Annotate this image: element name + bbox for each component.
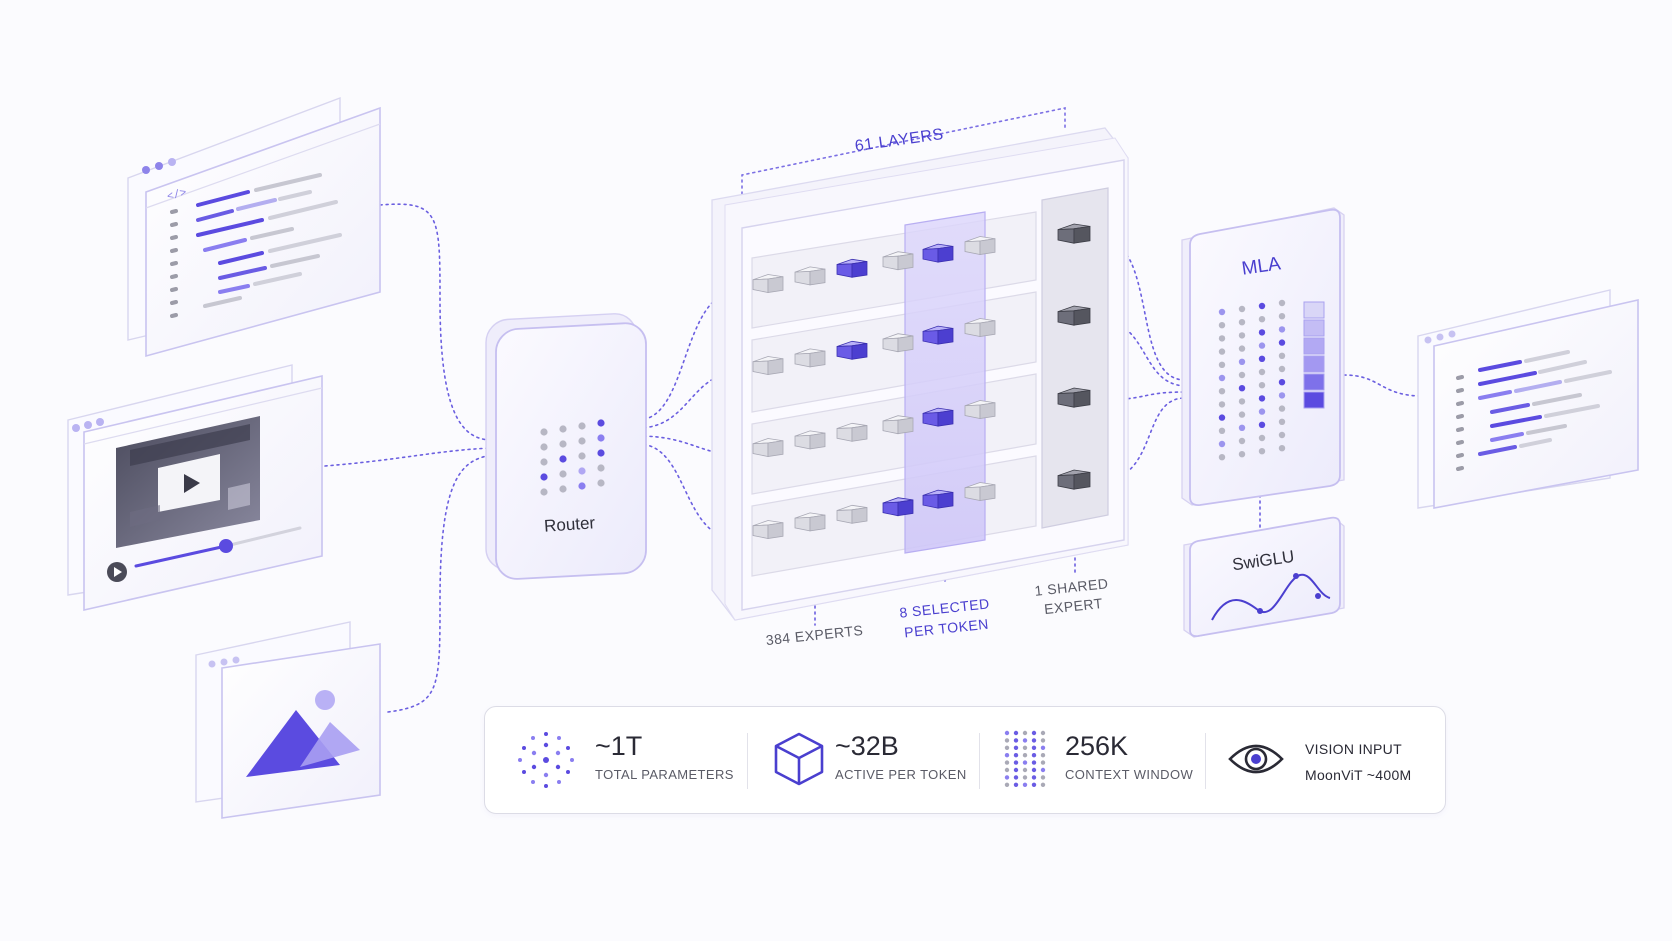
expert-cube-icon bbox=[882, 497, 914, 517]
expert-cube-icon bbox=[922, 243, 954, 263]
expert-layers-block bbox=[711, 127, 1129, 621]
total-parameters-value: ~1T bbox=[595, 731, 643, 761]
stat-vision-input: VISION INPUT MoonViT ~400M bbox=[1205, 707, 1445, 813]
expert-cube-icon bbox=[964, 400, 996, 419]
mla-block: MLA bbox=[1181, 207, 1345, 506]
vision-input-model: MoonViT ~400M bbox=[1305, 767, 1412, 783]
stat-divider bbox=[747, 733, 748, 789]
eye-icon bbox=[1228, 744, 1284, 774]
total-parameters-caption: TOTAL PARAMETERS bbox=[595, 767, 734, 782]
context-grid-icon bbox=[1004, 730, 1046, 787]
expert-cube-icon bbox=[794, 348, 826, 368]
expert-cube-icon bbox=[922, 325, 954, 345]
vision-input-label: VISION INPUT bbox=[1305, 741, 1402, 757]
expert-cube-icon bbox=[836, 422, 868, 442]
video-progress-bar bbox=[134, 544, 228, 568]
expert-cube-icon bbox=[964, 236, 996, 255]
selected-label-line2: PER TOKEN bbox=[903, 616, 989, 641]
image-input-window bbox=[195, 621, 381, 819]
context-window-value: 256K bbox=[1065, 731, 1129, 761]
expert-cube-icon bbox=[836, 504, 868, 524]
output-code-window bbox=[1417, 289, 1639, 509]
stats-panel: ~1T TOTAL PARAMETERS ~32B ACTIVE PER TOK… bbox=[484, 706, 1446, 814]
parameters-dots-icon bbox=[518, 732, 574, 788]
layers-label: 61 LAYERS bbox=[854, 126, 945, 155]
expert-cube-icon bbox=[752, 356, 784, 375]
expert-cube-icon bbox=[794, 430, 826, 450]
code-tag-icon: </> bbox=[166, 187, 188, 204]
expert-cube-icon bbox=[1057, 223, 1091, 244]
video-input-window bbox=[67, 364, 323, 612]
shared-label-line1: 1 SHARED bbox=[1034, 575, 1109, 599]
expert-cube-icon bbox=[882, 333, 914, 353]
mla-dots-icon bbox=[1218, 299, 1286, 461]
expert-cube-icon bbox=[836, 340, 868, 360]
stat-context-window: 256K CONTEXT WINDOW bbox=[979, 707, 1205, 813]
expert-cube-icon bbox=[752, 438, 784, 457]
progress-handle-icon bbox=[219, 539, 233, 553]
stat-active-per-token: ~32B ACTIVE PER TOKEN bbox=[747, 707, 979, 813]
swiglu-block: SwiGLU bbox=[1183, 516, 1345, 638]
selected-experts-column bbox=[904, 211, 986, 554]
shared-expert-column bbox=[1041, 187, 1109, 529]
active-cube-icon bbox=[774, 732, 824, 786]
play-icon bbox=[184, 474, 200, 493]
sun-icon bbox=[315, 690, 335, 710]
expert-cube-icon bbox=[922, 407, 954, 427]
stat-divider bbox=[979, 733, 980, 789]
expert-cube-icons bbox=[752, 223, 1091, 539]
router-label: Router bbox=[544, 513, 597, 536]
experts-label: 384 EXPERTS bbox=[765, 622, 864, 648]
expert-cube-icon bbox=[1057, 387, 1091, 408]
expert-cube-icon bbox=[882, 251, 914, 271]
expert-cube-icon bbox=[794, 512, 826, 532]
expert-cube-icon bbox=[964, 482, 996, 501]
expert-cube-icon bbox=[752, 274, 784, 293]
expert-cube-icon bbox=[836, 258, 868, 278]
context-window-caption: CONTEXT WINDOW bbox=[1065, 767, 1194, 782]
stat-total-parameters: ~1T TOTAL PARAMETERS bbox=[485, 707, 747, 813]
expert-cube-icon bbox=[752, 520, 784, 539]
swiglu-curve-icon bbox=[1211, 573, 1331, 621]
router-dots-icon bbox=[540, 419, 605, 496]
expert-cube-icon bbox=[964, 318, 996, 337]
shared-label-line2: EXPERT bbox=[1043, 595, 1103, 617]
stat-divider bbox=[1205, 733, 1206, 789]
code-input-window: </> bbox=[127, 96, 381, 358]
expert-cube-icon bbox=[922, 489, 954, 509]
active-per-token-value: ~32B bbox=[835, 731, 899, 761]
window-dot-icon bbox=[142, 166, 150, 174]
expert-cube-icon bbox=[1057, 305, 1091, 326]
expert-cube-icon bbox=[882, 415, 914, 435]
active-per-token-caption: ACTIVE PER TOKEN bbox=[835, 767, 967, 782]
router-block: Router bbox=[485, 313, 647, 580]
mla-bars-icon bbox=[1303, 301, 1325, 409]
expert-cube-icon bbox=[794, 266, 826, 286]
expert-cube-icon bbox=[1057, 469, 1091, 490]
